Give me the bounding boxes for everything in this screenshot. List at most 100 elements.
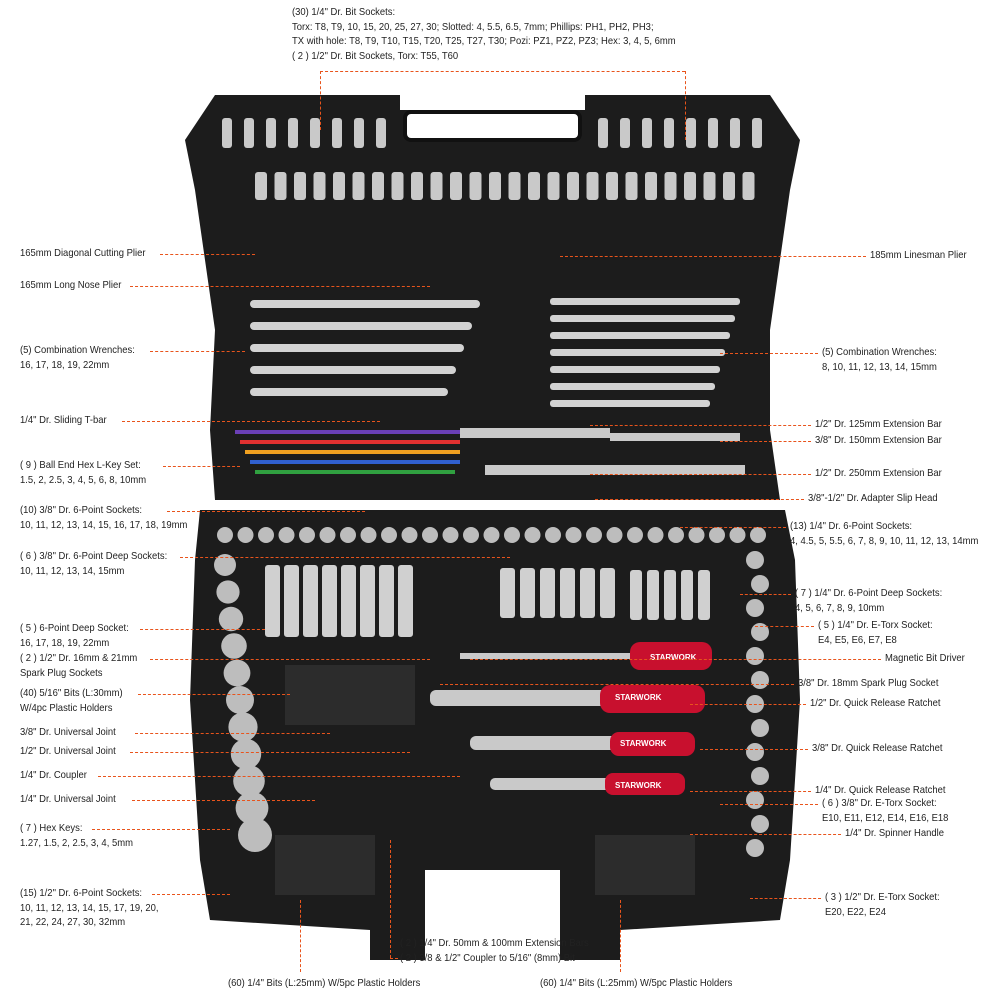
brand-logo: STARWORK	[620, 739, 667, 748]
socket	[463, 527, 479, 543]
combination-wrench	[250, 344, 464, 352]
bit-socket	[642, 118, 652, 148]
callout-left-2: (5) Combination Wrenches:16, 17, 18, 19,…	[20, 343, 135, 372]
combination-wrench	[550, 383, 715, 390]
leader-line	[720, 441, 811, 442]
socket	[750, 527, 766, 543]
combination-wrench	[250, 388, 448, 396]
callout-left-0: 165mm Diagonal Cutting Plier	[20, 246, 146, 261]
callout-right-1-line: (5) Combination Wrenches:	[822, 346, 937, 358]
extension-coupler-label-line: ( 2 ) 1/4" Dr. 50mm & 100mm Extension Ba…	[400, 937, 589, 949]
bit-socket	[625, 172, 638, 200]
callout-right-4: 1/2" Dr. 250mm Extension Bar	[815, 466, 942, 481]
sockets	[214, 527, 769, 857]
callout-right-7-line: ( 7 ) 1/4" Dr. 6-Point Deep Sockets:	[795, 587, 943, 599]
socket	[230, 738, 262, 770]
callout-left-8-line: Spark Plug Sockets	[20, 666, 103, 679]
callout-right-16-line: E20, E22, E24	[825, 905, 886, 918]
top-bit-sockets-label-line: Torx: T8, T9, 10, 15, 20, 25, 27, 30; Sl…	[292, 20, 654, 33]
deep-socket	[560, 568, 575, 618]
callout-left-7-line: 16, 17, 18, 19, 22mm	[20, 636, 110, 649]
bit-socket	[469, 172, 482, 200]
callout-left-6-line: ( 6 ) 3/8" Dr. 6-Point Deep Sockets:	[20, 550, 168, 562]
callout-right-13-line: 1/4" Dr. Quick Release Ratchet	[815, 784, 946, 796]
socket	[223, 659, 251, 687]
hex-key-set	[235, 430, 465, 474]
socket	[586, 527, 602, 543]
socket	[226, 686, 254, 714]
deep-socket	[580, 568, 595, 618]
brand-logo: STARWORK	[615, 693, 662, 702]
callout-left-6-line: 10, 11, 12, 13, 14, 15mm	[20, 564, 125, 577]
bit-socket	[684, 172, 696, 200]
socket	[214, 554, 236, 576]
bit-socket	[730, 118, 740, 148]
bit-socket	[528, 172, 540, 200]
socket	[216, 580, 240, 604]
socket	[606, 527, 623, 543]
leader-line	[700, 749, 808, 750]
left-bits-label: (60) 1/4" Bits (L:25mm) W/5pc Plastic Ho…	[228, 976, 420, 991]
leader-line	[720, 353, 818, 354]
combination-wrench	[550, 366, 720, 373]
bit-socket	[352, 172, 365, 200]
leader-line	[750, 898, 821, 899]
callout-right-12-line: 3/8" Dr. Quick Release Ratchet	[812, 742, 943, 754]
bit-holders	[275, 665, 695, 895]
deep-socket	[303, 565, 318, 637]
deep-socket	[681, 570, 693, 620]
callout-left-11-line: 1/2" Dr. Universal Joint	[20, 745, 116, 757]
combination-wrench	[250, 322, 472, 330]
callout-left-5: (10) 3/8" Dr. 6-Point Sockets:10, 11, 12…	[20, 503, 187, 532]
bit-socket	[742, 172, 755, 200]
leader-line	[755, 626, 814, 627]
leader-line	[595, 499, 804, 500]
socket	[647, 527, 664, 543]
leader-line	[690, 834, 841, 835]
top-bit-sockets-label-line: ( 2 ) 1/2" Dr. Bit Sockets, Torx: T55, T…	[292, 49, 459, 62]
socket	[751, 671, 769, 689]
socket	[238, 818, 272, 852]
socket	[278, 527, 295, 543]
callout-left-15: (15) 1/2" Dr. 6-Point Sockets:10, 11, 12…	[20, 886, 159, 930]
leader-line	[132, 800, 315, 801]
leader-line	[135, 733, 330, 734]
extension-bars	[460, 428, 745, 475]
bit-socket	[567, 172, 579, 200]
callout-right-12: 3/8" Dr. Quick Release Ratchet	[812, 741, 942, 756]
bit-socket	[489, 172, 501, 200]
bit-socket	[332, 118, 342, 148]
callout-right-5: 3/8"-1/2" Dr. Adapter Slip Head	[808, 491, 938, 506]
socket	[524, 527, 541, 543]
socket	[746, 647, 764, 665]
socket	[504, 527, 520, 543]
leader-line	[720, 804, 818, 805]
socket	[442, 527, 459, 543]
callout-left-4: ( 9 ) Ball End Hex L-Key Set:1.5, 2, 2.5…	[20, 458, 146, 487]
callout-left-10: 3/8" Dr. Universal Joint	[20, 725, 116, 740]
leader-line	[300, 900, 301, 972]
callout-right-14-line: E10, E11, E12, E14, E16, E18	[822, 811, 949, 824]
callout-left-3-line: 1/4" Dr. Sliding T-bar	[20, 414, 107, 426]
callout-right-1: (5) Combination Wrenches:8, 10, 11, 12, …	[822, 345, 937, 374]
callout-right-2: 1/2" Dr. 125mm Extension Bar	[815, 417, 942, 432]
leader-line	[122, 421, 380, 422]
leader-line	[92, 829, 230, 830]
leader-line	[590, 425, 811, 426]
bit-socket	[508, 172, 521, 200]
socket	[237, 527, 254, 543]
top-bit-sockets-label-line: TX with hole: T8, T9, T10, T15, T20, T25…	[292, 35, 676, 47]
combination-wrench	[550, 332, 730, 339]
socket	[746, 743, 764, 761]
socket	[233, 765, 265, 797]
deep-socket	[630, 570, 642, 620]
leader-line	[620, 900, 621, 972]
bit-socket	[376, 118, 386, 148]
leader-line	[740, 594, 791, 595]
callout-left-12: 1/4" Dr. Coupler	[20, 768, 87, 783]
bit-socket	[294, 172, 306, 200]
callout-left-4-line: ( 9 ) Ball End Hex L-Key Set:	[20, 459, 141, 471]
deep-socket	[647, 570, 659, 620]
bit-socket	[274, 172, 287, 200]
